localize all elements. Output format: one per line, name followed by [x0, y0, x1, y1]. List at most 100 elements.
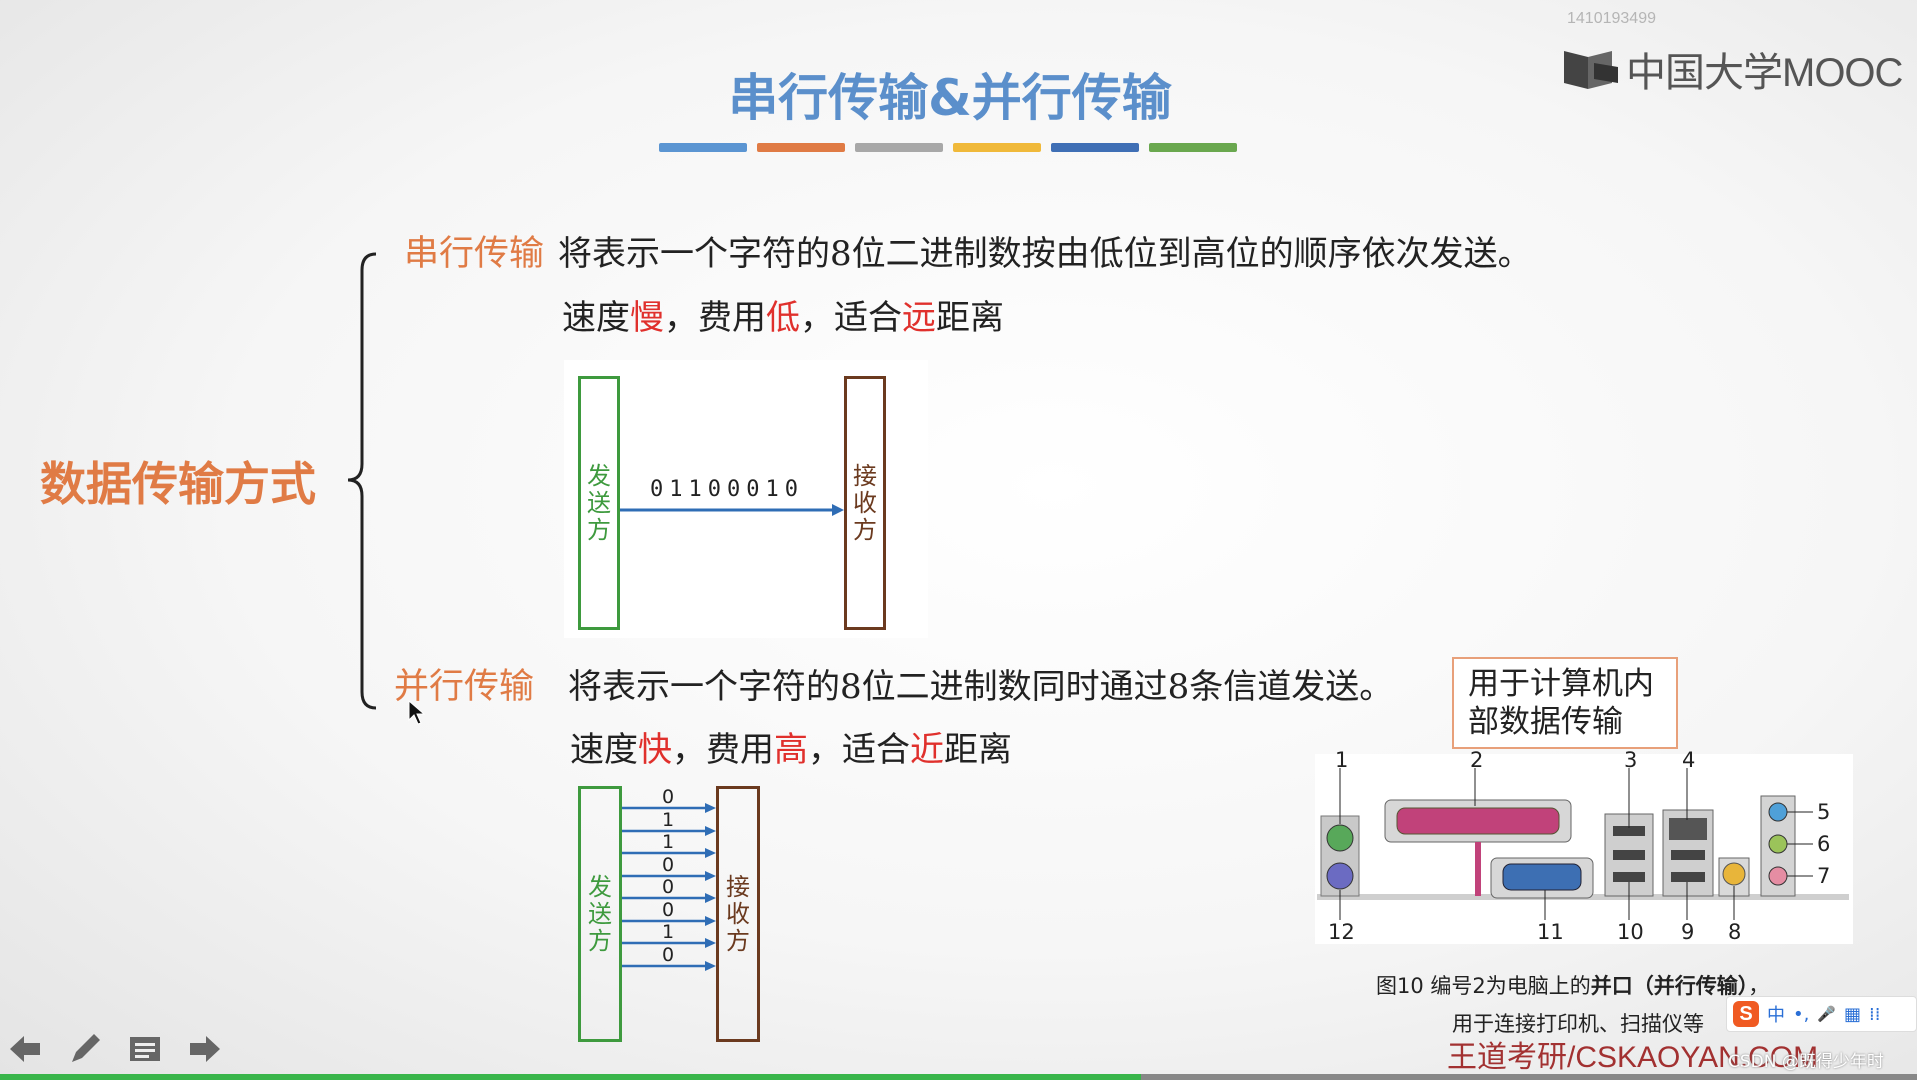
ime-chinese-toggle[interactable]: 中: [1767, 1005, 1785, 1026]
color-bar: [953, 143, 1041, 152]
serial-arrow: [620, 504, 844, 516]
mouse-cursor-icon: [408, 700, 426, 725]
port-label-8: 8: [1728, 920, 1742, 944]
ports-caption-suffix: ，: [1748, 974, 1770, 998]
back-arrow-icon[interactable]: [8, 1032, 42, 1066]
parallel-channel-arrow: [622, 825, 716, 836]
port-label-11: 11: [1537, 920, 1564, 944]
ports-caption-line2: 用于连接打印机、扫描仪等: [1452, 1012, 1704, 1036]
slide-title: 串行传输&并行传输: [728, 69, 1172, 127]
port-label-9: 9: [1681, 920, 1695, 944]
color-bar: [659, 143, 747, 152]
serial-description: 将表示一个字符的8位二进制数按由低位到高位的顺序依次发送。: [558, 234, 1532, 274]
color-bar: [1149, 143, 1237, 152]
parallel-bit-label: 1: [662, 831, 675, 853]
serial-sender-label: 发送方: [587, 461, 611, 544]
ime-toolbar[interactable]: S 中 •, 🎤 ▦ ⁞⁞: [1726, 996, 1917, 1032]
parallel-bit-label: 0: [662, 943, 675, 966]
mooc-logo-text: 中国大学MOOC: [1626, 51, 1903, 95]
parallel-channel-arrow: [622, 803, 716, 813]
note-line-2: 部数据传输: [1468, 704, 1623, 740]
parallel-bit-label: 0: [662, 853, 675, 876]
video-id-watermark: 1410193499: [1567, 10, 1656, 27]
computer-ports-figure: 1 2 3 4 5 6 7 12 11 10 9 8: [1315, 748, 1853, 944]
serial-fit-label: ，适合: [800, 298, 902, 338]
slide-toolbar: [8, 1032, 222, 1066]
serial-speed-label: 速度: [562, 298, 630, 338]
title-color-bars: [659, 143, 1237, 152]
color-bar: [1051, 143, 1139, 152]
ime-punctuation-icon[interactable]: •,: [1793, 1003, 1810, 1025]
pen-icon[interactable]: [68, 1032, 102, 1066]
serial-cost-label: ，费用: [664, 298, 766, 338]
parallel-description: 将表示一个字符的8位二进制数同时通过8条信道发送。: [568, 667, 1394, 707]
serial-cost-value: 低: [766, 298, 800, 338]
mooc-logo: 中国大学MOOC: [1562, 40, 1903, 98]
port-label-6: 6: [1817, 832, 1831, 856]
parallel-receiver-label: 接收方: [726, 872, 750, 955]
mooc-logo-icon: [1564, 51, 1618, 89]
serial-bits: 01100010: [650, 477, 804, 502]
ports-caption-line1: 图10 编号2为电脑上的并口（并行传输），: [1376, 970, 1769, 1000]
ports-caption-bold1: 并口: [1590, 974, 1633, 998]
parallel-fit-label: ，适合: [808, 730, 910, 770]
ime-menu-icon[interactable]: ⁞⁞: [1869, 1003, 1881, 1025]
parallel-cost-label: ，费用: [672, 730, 774, 770]
parallel-note-box: 用于计算机内 部数据传输: [1452, 657, 1678, 749]
parallel-sender-label: 发送方: [588, 872, 612, 955]
note-line-1: 用于计算机内: [1468, 666, 1654, 702]
port-label-12: 12: [1328, 920, 1355, 944]
parallel-receiver-box: 接收方: [716, 786, 760, 1042]
parallel-channel-arrow: [622, 915, 716, 926]
color-bar: [757, 143, 845, 152]
port-label-5: 5: [1817, 800, 1831, 824]
serial-properties: 速度慢，费用低，适合远距离: [562, 290, 1004, 339]
port-label-4: 4: [1682, 748, 1696, 772]
notes-icon[interactable]: [128, 1032, 162, 1066]
parallel-channel-arrow: [622, 960, 716, 971]
port-label-1: 1: [1335, 748, 1349, 772]
port-label-2: 2: [1470, 748, 1484, 772]
brand-footer: 王道考研/CSKAOYAN.COM: [1447, 1041, 1819, 1074]
ports-caption-bold2: （并行传输）: [1632, 974, 1749, 998]
serial-heading: 串行传输: [404, 234, 545, 274]
parallel-bit-label: 1: [662, 921, 675, 943]
parallel-channel-arrow: [622, 938, 716, 948]
ime-microphone-icon[interactable]: 🎤: [1817, 1005, 1837, 1023]
parallel-bit-label: 0: [662, 898, 675, 921]
serial-diagram: 发送方 接收方 01100010: [564, 360, 928, 638]
serial-receiver-label: 接收方: [853, 461, 877, 544]
serial-sender-box: 发送方: [578, 376, 620, 630]
port-label-7: 7: [1817, 864, 1831, 888]
serial-speed-value: 慢: [630, 298, 664, 338]
parallel-speed-label: 速度: [570, 730, 638, 770]
parallel-speed-value: 快: [638, 730, 672, 770]
forward-arrow-icon[interactable]: [188, 1032, 222, 1066]
parallel-bit-label: 0: [662, 786, 675, 808]
parallel-channel-arrow: [622, 870, 716, 881]
parallel-fit-value: 近: [910, 730, 944, 770]
sogou-logo-icon[interactable]: S: [1733, 1001, 1759, 1027]
port-label-10: 10: [1617, 920, 1644, 944]
port-label-3: 3: [1624, 748, 1638, 772]
parallel-channel-arrow: [622, 848, 716, 858]
ports-caption-prefix: 图10 编号2为电脑上的: [1376, 974, 1591, 998]
parallel-bit-label: 0: [662, 876, 675, 898]
computer-ports-illustration: [1317, 768, 1849, 920]
video-progress-bar[interactable]: [0, 1074, 1917, 1080]
video-progress-fill: [0, 1074, 1141, 1080]
color-bar: [855, 143, 943, 152]
serial-fit-value: 远: [902, 298, 936, 338]
ime-keyboard-icon[interactable]: ▦: [1844, 1003, 1862, 1025]
serial-distance-label: 距离: [936, 298, 1004, 338]
parallel-sender-box: 发送方: [578, 786, 622, 1042]
parallel-heading: 并行传输: [394, 667, 535, 707]
topic-brace: [347, 252, 377, 710]
parallel-distance-label: 距离: [944, 730, 1012, 770]
parallel-properties: 速度快，费用高，适合近距离: [570, 722, 1012, 771]
parallel-cost-value: 高: [774, 730, 808, 770]
serial-receiver-box: 接收方: [844, 376, 886, 630]
parallel-bit-label: 1: [662, 808, 675, 831]
main-topic: 数据传输方式: [40, 457, 316, 511]
